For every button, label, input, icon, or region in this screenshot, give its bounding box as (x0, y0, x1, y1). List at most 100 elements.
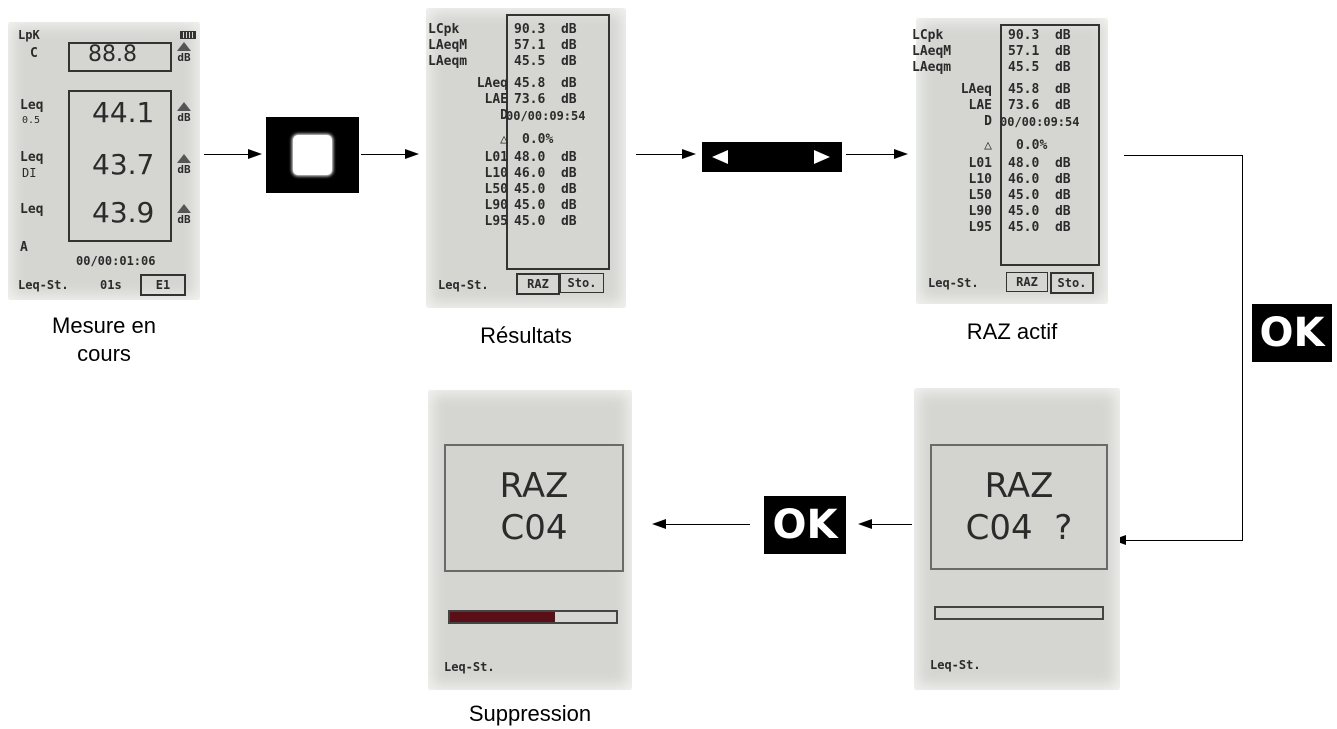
arrow-head-right-icon (682, 149, 696, 159)
result-label: LAE (902, 98, 992, 114)
db-unit-1: dB (174, 42, 194, 64)
result-label: L90 (418, 198, 508, 214)
arrow-line (846, 154, 896, 155)
elapsed-time: 00/00:01:06 (76, 254, 155, 268)
battery-icon (180, 31, 196, 39)
result-label: L01 (902, 156, 992, 172)
leq-value: 43.9 (92, 196, 154, 229)
square-button-icon[interactable] (266, 117, 359, 193)
result-label: △ (418, 132, 508, 148)
caption-results: Résultats (426, 322, 626, 350)
result-label: D (902, 114, 992, 130)
ok-button-icon[interactable]: OK (764, 496, 846, 554)
db-unit-2: dB (174, 102, 194, 124)
result-value: 45.8 dB (514, 76, 577, 92)
mode-label: Leq-St. (438, 278, 489, 292)
result-label: LAeqM (912, 44, 1002, 60)
leq-label: Leq (20, 202, 43, 217)
result-value: 45.0 dB (1008, 188, 1071, 204)
arrow-line (872, 524, 912, 525)
caption-suppression: Suppression (428, 700, 632, 728)
result-value: 45.0 dB (514, 182, 577, 198)
confirm-line2: C04 ? (930, 508, 1108, 548)
progress-bar (934, 606, 1104, 620)
caption-raz-actif: RAZ actif (916, 318, 1108, 346)
result-label: LAeq (418, 76, 508, 92)
result-label: LAeqm (912, 60, 1002, 76)
leqdi-value: 43.7 (92, 148, 154, 181)
result-value: 45.5 dB (1008, 60, 1071, 76)
deleting-line1: RAZ (444, 466, 624, 506)
result-label: L90 (902, 204, 992, 220)
result-value: 45.0 dB (1008, 220, 1071, 236)
up-triangle-icon (177, 204, 191, 213)
leq05-label: Leq (20, 98, 43, 113)
result-label: L50 (902, 188, 992, 204)
leq05-sub: 0.5 (22, 115, 40, 126)
sto-button[interactable]: Sto. (1050, 272, 1094, 294)
deleting-line2: C04 (444, 508, 624, 548)
raz-button[interactable]: RAZ (1006, 272, 1048, 292)
result-label: LAeq (902, 82, 992, 98)
screen-confirm: RAZ C04 ? Leq-St. (914, 388, 1120, 690)
result-label: L50 (418, 182, 508, 198)
result-label: D (418, 108, 508, 124)
screen-deleting: RAZ C04 Leq-St. (428, 390, 632, 690)
arrow-line (361, 154, 407, 155)
leq05-value: 44.1 (92, 96, 154, 129)
connector-line (1242, 155, 1243, 541)
screen-mesure: LpK C 88.8 dB Leq 0.5 44.1 dB Leq DI 43.… (8, 22, 200, 300)
result-value: 00/00:09:54 (1000, 114, 1079, 130)
result-label: LCpk (912, 28, 1002, 44)
result-value: 90.3 dB (1008, 28, 1071, 44)
result-value: 46.0 dB (1008, 172, 1071, 188)
up-triangle-icon (177, 154, 191, 163)
connector-line (1126, 540, 1243, 541)
lpk-label: LpK (18, 28, 40, 42)
progress-fill (450, 612, 555, 622)
result-value: 46.0 dB (514, 166, 577, 182)
arrow-head-right-icon (248, 149, 262, 159)
arrow-head-left-icon (652, 519, 666, 529)
db-unit-4: dB (174, 204, 194, 226)
left-right-arrows-icon[interactable] (702, 142, 842, 172)
result-label: △ (902, 138, 992, 154)
result-label: LAE (418, 92, 508, 108)
lpk-value: 88.8 (88, 42, 137, 67)
result-label: L95 (902, 220, 992, 236)
c-label: C (30, 46, 38, 61)
mode-label: Leq-St. (930, 658, 981, 672)
mode-label: Leq-St. (928, 276, 979, 290)
result-value: 48.0 dB (1008, 156, 1071, 172)
arrow-head-left-icon (858, 519, 872, 529)
arrow-line (636, 154, 684, 155)
result-label: LCpk (428, 22, 518, 38)
result-value: 48.0 dB (514, 150, 577, 166)
result-value: 57.1 dB (1008, 44, 1071, 60)
result-label: L95 (418, 214, 508, 230)
mode-label: Leq-St. (18, 278, 69, 292)
db-unit-3: dB (174, 154, 194, 176)
arrow-line (204, 154, 250, 155)
ok-button-icon[interactable]: OK (1252, 304, 1332, 362)
connector-line (1124, 155, 1243, 156)
confirm-dialog (930, 444, 1108, 570)
up-triangle-icon (177, 102, 191, 111)
result-label: L10 (418, 166, 508, 182)
result-label: LAeqM (428, 38, 518, 54)
result-value: 0.0% (1016, 138, 1047, 154)
result-value: 00/00:09:54 (506, 108, 585, 124)
result-value: 90.3 dB (514, 22, 577, 38)
sto-button[interactable]: Sto. (560, 273, 604, 293)
result-value: 45.0 dB (1008, 204, 1071, 220)
store-button[interactable]: E1 (140, 274, 186, 296)
result-value: 45.0 dB (514, 198, 577, 214)
result-value: 73.6 dB (1008, 98, 1071, 114)
result-value: 45.5 dB (514, 54, 577, 70)
up-triangle-icon (177, 42, 191, 51)
raz-button[interactable]: RAZ (516, 273, 560, 295)
a-label: A (20, 240, 28, 255)
result-value: 0.0% (522, 132, 553, 148)
